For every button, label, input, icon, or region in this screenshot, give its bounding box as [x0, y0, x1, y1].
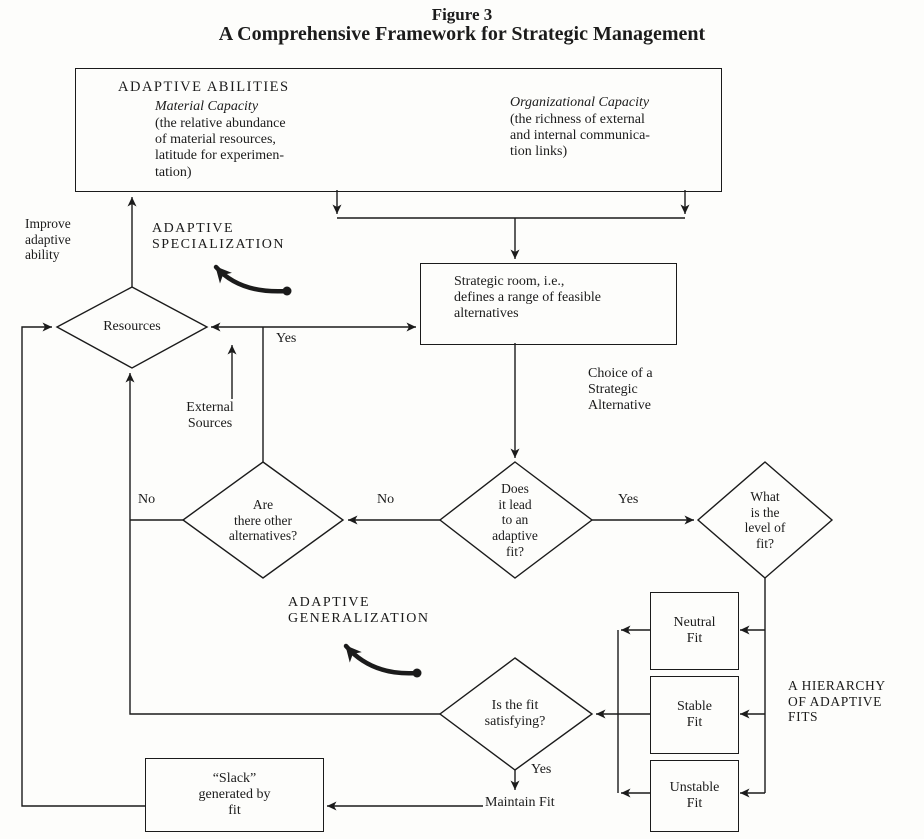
- yes-label-maintain: Yes: [531, 762, 552, 777]
- yes-label-level: Yes: [618, 492, 639, 507]
- level-of-fit-question-label: What is the level of fit?: [744, 489, 786, 551]
- alternatives-diamond: [181, 461, 345, 579]
- figure-label: Figure 3: [431, 5, 493, 24]
- yes-label-alternatives: Yes: [276, 331, 297, 346]
- resources-diamond-label: Resources: [103, 319, 161, 334]
- strategic-room-box: [420, 263, 677, 345]
- alternatives-question-label: Are there other alternatives?: [228, 497, 298, 544]
- resources-diamond: [55, 286, 209, 369]
- choice-of-strategic-alternative-label: Choice of a Strategic Alternative: [588, 366, 653, 414]
- external-sources-label: External Sources: [186, 400, 234, 432]
- adaptive-abilities-title: ADAPTIVE ABILITIES: [118, 79, 290, 95]
- unstable-fit-box: Unstable Fit: [650, 760, 739, 832]
- adaptive-fit-question-label: Does it lead to an adaptive fit?: [492, 481, 538, 559]
- slack-label: “Slack” generated by fit: [198, 770, 271, 819]
- arrow-slack-loop-to-resources: [21, 322, 145, 807]
- satisfying-question-label: Is the fit satisfying?: [484, 698, 546, 730]
- material-capacity-heading: Material Capacity: [155, 99, 259, 114]
- stable-fit-box: Stable Fit: [650, 676, 739, 754]
- level-of-fit-diamond: [696, 461, 834, 579]
- adaptive-generalization-label: ADAPTIVE GENERALIZATION: [288, 595, 430, 627]
- maintain-fit-label: Maintain Fit: [485, 795, 555, 810]
- stable-fit-label: Stable Fit: [677, 698, 712, 730]
- adaptive-abilities-box: [75, 68, 722, 192]
- decision-diamonds: [55, 286, 834, 771]
- strategic-room-label: Strategic room, i.e., defines a range of…: [454, 274, 601, 322]
- improve-adaptive-ability-label: Improve adaptive ability: [25, 216, 71, 263]
- no-label-find-alternatives: No: [377, 492, 395, 507]
- arrow-loop-to-resources: [125, 373, 440, 715]
- adaptive-specialization-label: ADAPTIVE SPECIALIZATION: [152, 221, 285, 253]
- adaptive-fit-diamond: [438, 461, 594, 579]
- unstable-fit-label: Unstable Fit: [669, 779, 720, 811]
- freehand-arrows: [213, 264, 422, 678]
- hierarchy-of-fits-label: A HIERARCHY OF ADAPTIVE FITS: [788, 678, 886, 725]
- figure-title: A Comprehensive Framework for Strategic …: [218, 23, 706, 45]
- organizational-capacity-heading: Organizational Capacity: [510, 95, 650, 110]
- organizational-capacity-description: (the richness of external and internal c…: [510, 112, 650, 160]
- adaptive-specialization-arrow: [213, 264, 290, 294]
- material-capacity-description: (the relative abundance of material reso…: [155, 116, 286, 180]
- connector-lines: [21, 190, 766, 811]
- no-label-loop: No: [138, 492, 156, 507]
- satisfying-diamond: [438, 657, 594, 771]
- neutral-fit-label: Neutral Fit: [673, 614, 716, 646]
- slack-box: “Slack” generated by fit: [145, 758, 324, 832]
- neutral-fit-box: Neutral Fit: [650, 592, 739, 670]
- adaptive-generalization-arrow: [343, 643, 420, 676]
